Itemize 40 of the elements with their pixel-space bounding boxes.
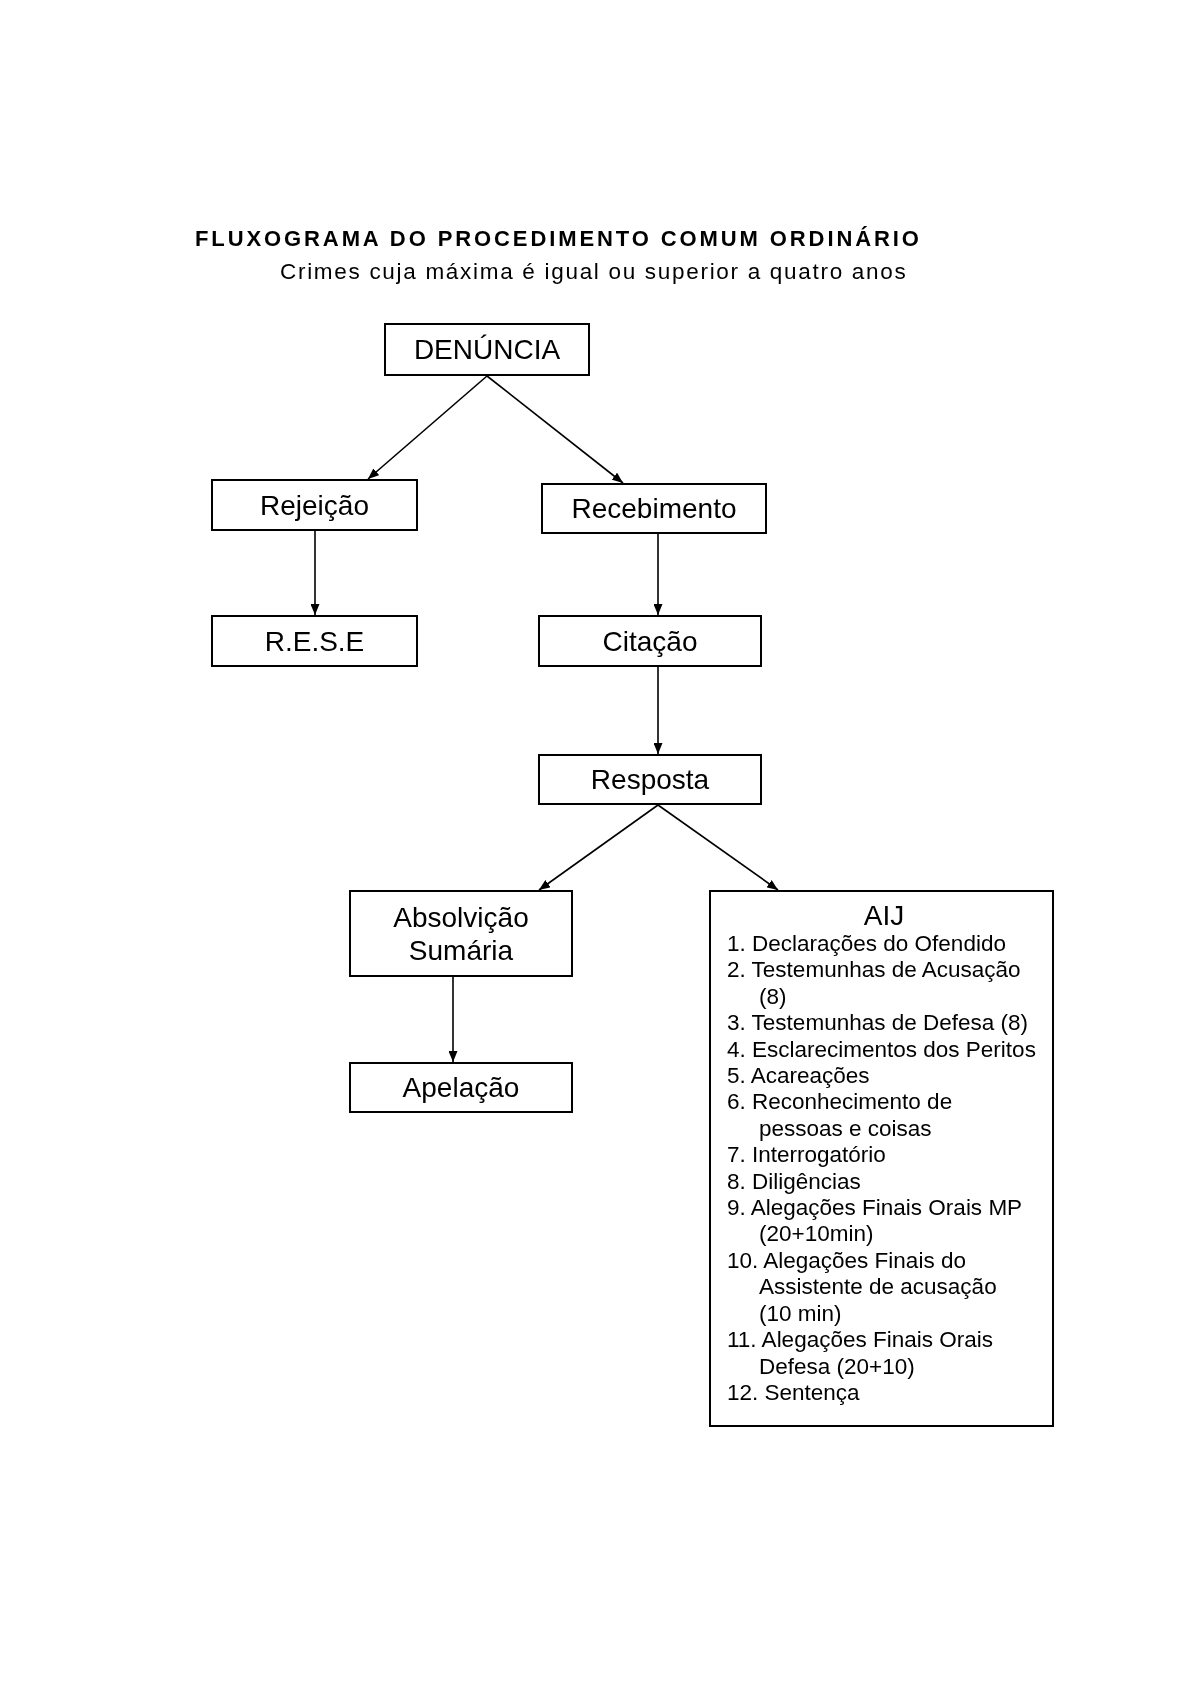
list-item: 4. Esclarecimentos dos Peritos [727,1036,1037,1064]
list-item: 12. Sentença [727,1379,861,1407]
process-box [384,323,590,376]
arrow [486,375,624,484]
list-item: 10. Alegações Finais do Assistente de acusação (10 min) [727,1247,998,1328]
list-item: 5. Acareações [727,1063,871,1090]
box-label: Recebimento [571,492,737,525]
process-box [211,479,418,531]
box-label: Resposta [590,763,710,796]
list-item: 8. Diligências [727,1168,862,1196]
list-item: 7. Interrogatório [727,1142,887,1169]
list-item: 6. Reconhecimento de pessoas e coisas [727,1089,954,1143]
arrow [367,375,488,480]
list-item: 1. Declarações do Ofendido [727,931,1007,958]
process-box [349,1062,573,1113]
arrow [310,530,320,616]
list-item: 9. Alegações Finais Orais MP (20+10min) [727,1195,1023,1248]
box-label: Apelação [402,1071,520,1104]
box-label: Absolvição Sumária [392,900,530,967]
box-label: DENÚNCIA [413,333,561,366]
process-box [709,890,1054,1427]
process-box [541,483,767,534]
title: FLUXOGRAMA DO PROCEDIMENTO COMUM ORDINÁRIO [195,226,922,252]
arrow [538,804,659,891]
box-label: R.E.S.E [264,624,365,658]
list-item: 2. Testemunhas de Acusação (8) [727,957,1022,1011]
arrow [653,533,663,616]
box-label: Citação [602,624,698,658]
box-heading: AIJ [862,901,906,931]
arrow [653,666,663,755]
arrow [657,804,779,891]
arrow [448,976,458,1063]
process-box [538,754,762,805]
list-item: 3. Testemunhas de Defesa (8) [727,1010,1029,1037]
process-box [211,615,418,667]
list-item: 11. Alegações Finais Orais Defesa (20+10) [727,1327,994,1380]
box-label: Rejeição [260,488,369,522]
process-box [538,615,762,667]
process-box [349,890,573,977]
subtitle: Crimes cuja máxima é igual ou superior a quatro anos [280,259,908,285]
